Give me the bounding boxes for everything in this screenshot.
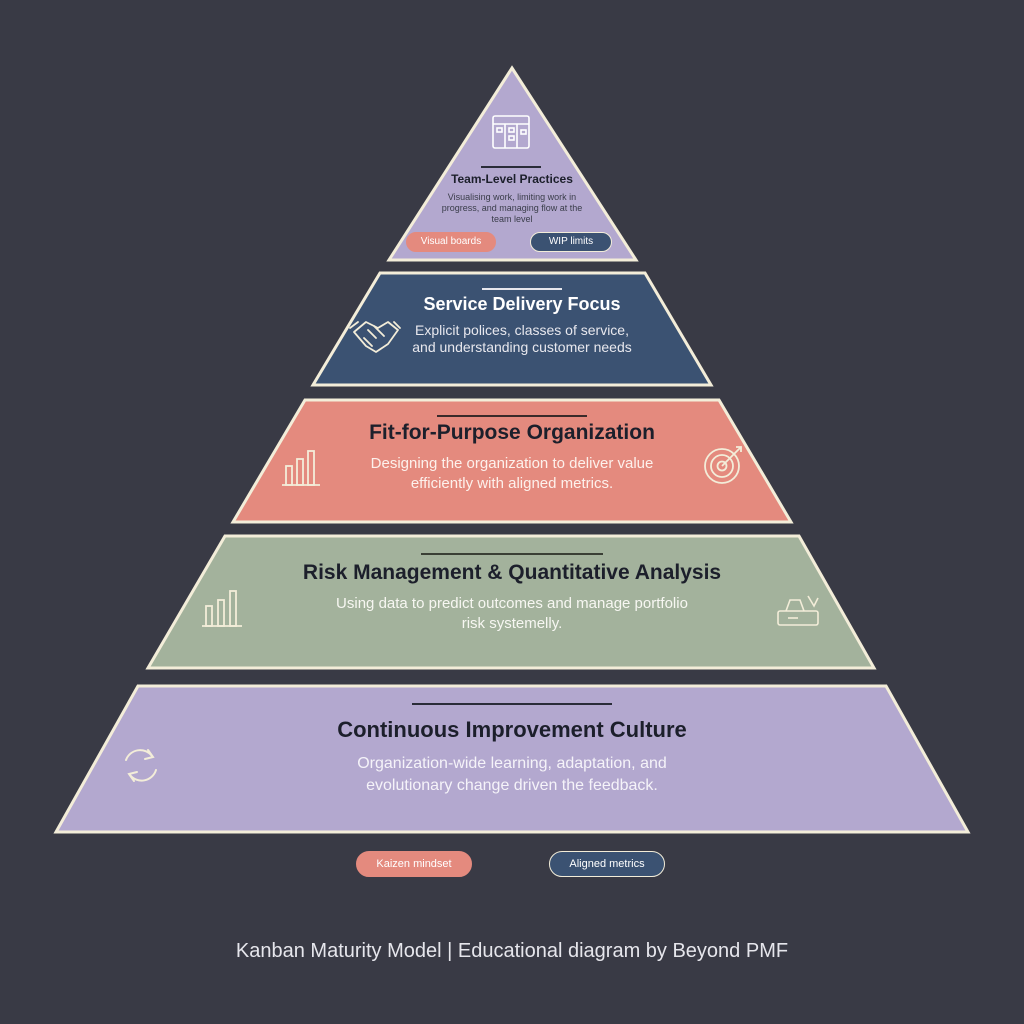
bar-chart-icon bbox=[282, 450, 320, 486]
tier-team-level-shape bbox=[386, 65, 639, 262]
tier-title: Fit-for-Purpose Organization bbox=[369, 421, 655, 444]
tier-title: Continuous Improvement Culture bbox=[337, 717, 687, 742]
portfolio-icon bbox=[777, 595, 819, 626]
handshake-icon bbox=[349, 321, 401, 353]
tier-continuous-improvement-shape bbox=[53, 684, 971, 834]
tier-service-delivery: Service Delivery Focus Explicit polices,… bbox=[392, 294, 652, 356]
tier-title: Team-Level Practices bbox=[451, 172, 573, 186]
target-icon bbox=[704, 446, 742, 484]
tier-title: Service Delivery Focus bbox=[423, 294, 621, 314]
tier-title: Risk Management & Quantitative Analysis bbox=[302, 561, 722, 584]
tier-service-delivery-shape bbox=[310, 271, 714, 387]
tier-description: Explicit polices, classes of service, an… bbox=[412, 322, 632, 355]
tier-description: Using data to predict outcomes and manag… bbox=[336, 595, 688, 632]
tier-fit-for-purpose: Fit-for-Purpose Organization Designing t… bbox=[337, 421, 687, 494]
tier-description: Designing the organization to deliver va… bbox=[370, 455, 654, 492]
tag-wip-limits: WIP limits bbox=[530, 232, 612, 252]
tier-description: Visualising work, limiting work in progr… bbox=[441, 192, 583, 224]
tier-team-level: Team-Level Practices Visualising work, l… bbox=[412, 172, 612, 225]
bar-chart-icon bbox=[202, 590, 242, 627]
tier-fit-for-purpose-shape bbox=[230, 398, 794, 524]
tag-visual-boards: Visual boards bbox=[406, 232, 496, 252]
cycle-arrows-icon bbox=[125, 749, 157, 782]
tier-continuous-improvement: Continuous Improvement Culture Organizat… bbox=[262, 717, 762, 797]
tier-risk-management-shape bbox=[145, 534, 877, 670]
tag-aligned-metrics: Aligned metrics bbox=[549, 851, 665, 877]
footer-caption: Kanban Maturity Model | Educational diag… bbox=[235, 940, 789, 962]
kanban-board-icon bbox=[492, 115, 530, 149]
tag-kaizen-mindset: Kaizen mindset bbox=[356, 851, 472, 877]
tier-risk-management: Risk Management & Quantitative Analysis … bbox=[250, 561, 774, 634]
tier-description: Organization-wide learning, adaptation, … bbox=[357, 755, 667, 794]
